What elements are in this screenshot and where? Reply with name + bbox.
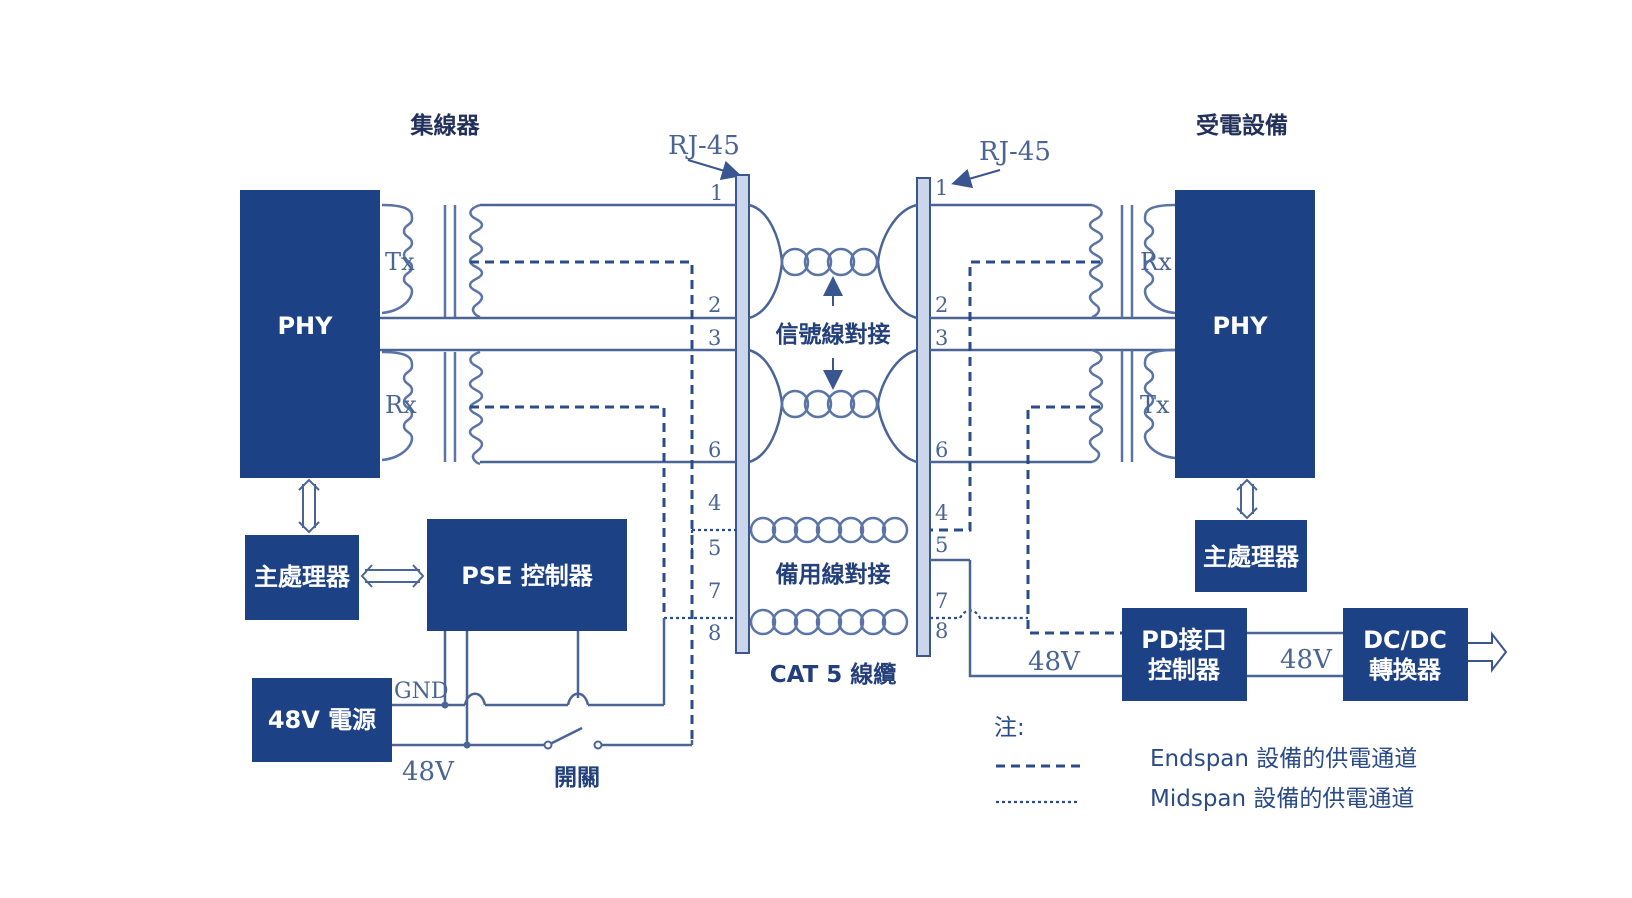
dcdc-label-1: DC/DC: [1363, 626, 1447, 654]
left-tx-label: Tx: [385, 248, 415, 276]
right-pin-5: 5: [935, 533, 948, 557]
right-tx-label: Tx: [1140, 391, 1170, 419]
left-signal-wires: [380, 203, 736, 464]
right-rj45-label: RJ-45: [979, 137, 1051, 167]
right-phy-cpu-link: [1236, 478, 1258, 520]
left-pin-3: 3: [708, 326, 721, 350]
right-rx-label: Rx: [1140, 248, 1172, 276]
right-cpu-label: 主處理器: [1203, 543, 1300, 571]
left-48v-label: 48V: [402, 757, 455, 787]
legend-endspan-label: Endspan 設備的供電通道: [1150, 746, 1417, 772]
left-phy-block: [240, 190, 380, 478]
right-pin-6: 6: [935, 438, 948, 462]
right-phy-label: PHY: [1212, 312, 1268, 340]
left-endspan-path-rx: [470, 405, 666, 618]
left-rx-label: Rx: [385, 391, 417, 419]
left-pin-4: 4: [708, 491, 721, 515]
left-pin-6: 6: [708, 438, 721, 462]
pd-controller-block: [1122, 608, 1247, 701]
dcdc-converter-block: [1343, 608, 1468, 701]
left-pin-1: 1: [710, 181, 723, 205]
spare-pairs-label: 備用線對接: [776, 561, 891, 588]
pd-controller-label-1: PD接口: [1141, 626, 1227, 654]
power-supply-block: [252, 678, 392, 762]
signal-pair-lower: [748, 348, 918, 464]
right-return-wire: [968, 560, 1122, 678]
pd-output-48v-label: 48V: [1280, 645, 1333, 675]
left-endspan-path-tx: [470, 260, 694, 740]
pse-controller-block: [427, 519, 627, 631]
right-signal-wires: [930, 203, 1175, 464]
right-pin-numbers: 1 2 3 6 4 5 7 8: [935, 176, 948, 643]
left-spare-wires: [664, 528, 736, 620]
left-cpu-label: 主處理器: [254, 563, 351, 591]
right-rj45-pointer: [951, 168, 1001, 189]
right-cpu-block: [1195, 520, 1307, 592]
legend-title: 注:: [994, 715, 1025, 741]
spare-pair-upper: [749, 516, 909, 544]
left-pin-2: 2: [708, 293, 721, 317]
signal-pairs-label: 信號線對接: [776, 321, 891, 348]
signal-pair-upper: [748, 203, 918, 320]
left-phy-cpu-link: [298, 478, 320, 534]
left-rj45-connector: [735, 174, 750, 654]
right-phy-block: [1175, 190, 1315, 478]
right-rx-transformer: [1088, 203, 1176, 319]
left-pin-8: 8: [708, 621, 721, 645]
left-phy-label: PHY: [277, 312, 333, 340]
left-pin-numbers: 1 2 3 6 4 5 7 8: [708, 181, 723, 645]
right-pin-1: 1: [935, 176, 948, 200]
gnd-label: GND: [394, 679, 448, 704]
dcdc-output-arrow: [1468, 631, 1508, 673]
right-tx-transformer: [1088, 348, 1176, 464]
cable-name-label: CAT 5 線纜: [770, 661, 897, 688]
left-rj45-pointer: [687, 159, 742, 180]
right-pin-2: 2: [935, 293, 948, 317]
right-endspan-path-rx: [930, 260, 1100, 532]
pd-input-48v-label: 48V: [1028, 647, 1081, 677]
cpu-pse-link: [360, 564, 425, 588]
right-pin-7: 7: [935, 589, 948, 613]
powered-device-title: 受電設備: [1196, 112, 1288, 139]
left-rj45-label: RJ-45: [668, 131, 740, 161]
hub-title: 集線器: [410, 112, 481, 139]
right-rj45-connector: [916, 177, 931, 657]
right-endspan-path-tx: [1026, 405, 1122, 635]
right-pin-8: 8: [935, 619, 948, 643]
left-pin-7: 7: [708, 579, 721, 603]
pd-controller-label-2: 控制器: [1148, 656, 1221, 684]
left-power-wiring: [392, 618, 694, 750]
pse-controller-label: PSE 控制器: [461, 562, 594, 590]
left-cpu-block: [245, 535, 359, 620]
legend-midspan-label: Midspan 設備的供電通道: [1150, 786, 1414, 812]
spare-pair-lower: [749, 608, 909, 636]
switch-label: 開關: [554, 765, 600, 791]
left-pin-5: 5: [708, 536, 721, 560]
right-pin-3: 3: [935, 326, 948, 350]
dcdc-label-2: 轉換器: [1369, 656, 1442, 684]
power-supply-label: 48V 電源: [268, 706, 376, 734]
right-pin-4: 4: [935, 501, 948, 525]
